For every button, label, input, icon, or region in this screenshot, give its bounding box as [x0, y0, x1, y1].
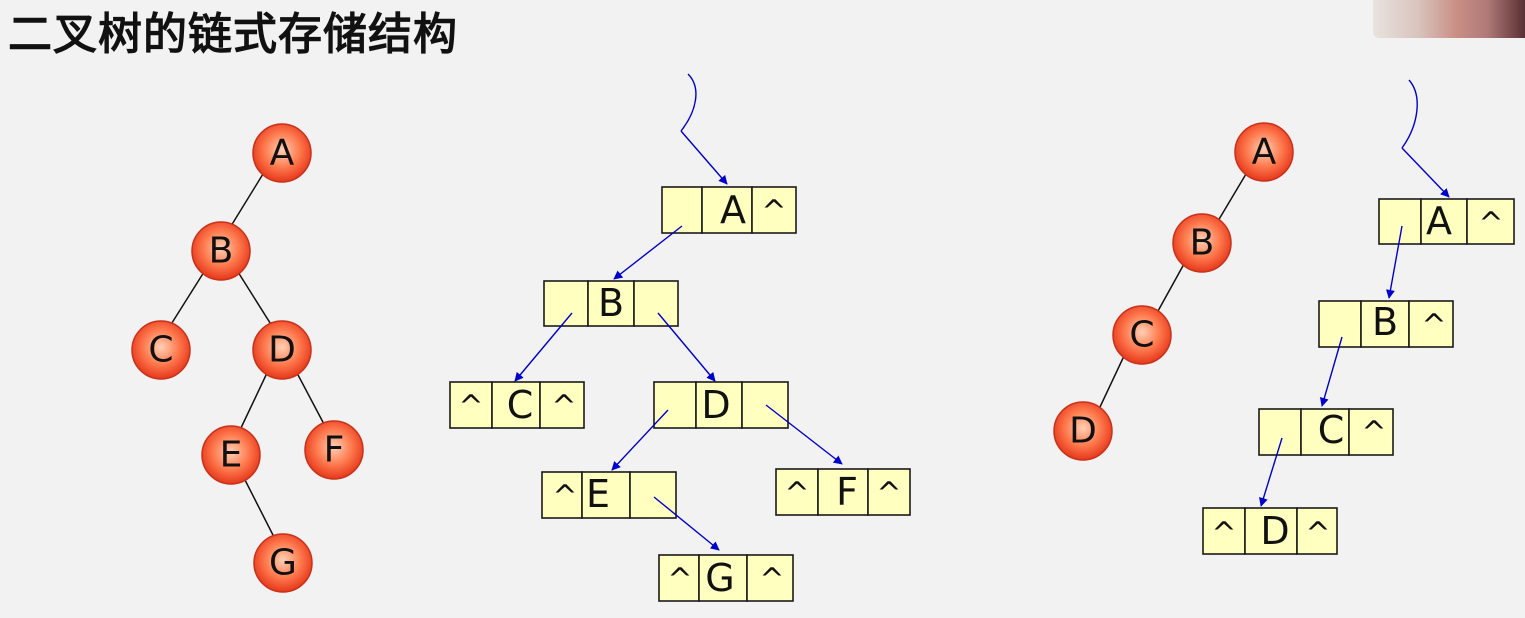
- tree1-edge-b-d: [237, 271, 273, 327]
- list2-node-c: C ^: [1258, 408, 1394, 456]
- list2-head-pointer: [1401, 79, 1418, 149]
- list1-node-d: D: [653, 381, 789, 429]
- tree2-edge-b-c: [1157, 263, 1185, 312]
- list1-head-pointer: [680, 73, 697, 132]
- list1-node-a-data: A: [720, 188, 746, 232]
- list2-node-d-data: D: [1260, 509, 1289, 553]
- list1-node-b: B: [543, 280, 679, 327]
- list2-node-a-right: ^: [1478, 207, 1503, 242]
- tree1-node-d: D: [252, 320, 312, 380]
- list1-head-arrow: [680, 130, 728, 185]
- tree1-edge-e-g: [243, 477, 276, 540]
- list1-node-c-left: ^: [458, 390, 483, 425]
- tree1-node-e: E: [201, 425, 261, 485]
- list1-arrow-d-e: [611, 409, 669, 471]
- tree2-node-a: A: [1234, 122, 1294, 182]
- list1-node-g: ^ G ^: [658, 554, 794, 602]
- tree1-edge-d-e: [239, 372, 268, 431]
- list1-node-g-left: ^: [667, 563, 692, 598]
- tree1-edge-a-b: [230, 173, 264, 227]
- list1-arrow-e-g: [653, 496, 720, 551]
- list2-arrows: [1259, 225, 1403, 507]
- slide-title: 二叉树的链式存储结构: [8, 9, 458, 60]
- list1-arrow-a-b: [613, 225, 683, 280]
- list2-head-arrow: [1401, 147, 1450, 198]
- list1-arrows: [514, 225, 843, 551]
- list2-node-a: A ^: [1378, 198, 1515, 245]
- tree2-edges: [1099, 173, 1247, 408]
- tree1-node-e-label: E: [220, 435, 243, 476]
- list1-node-e-data: E: [586, 472, 610, 516]
- list2-node-c-right: ^: [1361, 416, 1386, 451]
- list1-node-e: ^ E: [541, 471, 677, 519]
- list1-node-f-right: ^: [876, 477, 901, 512]
- tree1-node-b: B: [191, 221, 251, 281]
- tree2-node-c-label: C: [1129, 315, 1154, 356]
- list2-node-b-data: B: [1372, 300, 1398, 344]
- tree2-edge-a-b: [1217, 173, 1247, 222]
- list2-node-a-data: A: [1426, 199, 1452, 243]
- list1-arrow-d-f: [765, 404, 843, 465]
- list2-node-c-data: C: [1318, 408, 1345, 452]
- list2-node-d: ^ D ^: [1202, 507, 1338, 555]
- tree1-node-f-label: F: [324, 430, 345, 471]
- tree1-edge-b-c: [169, 271, 205, 327]
- tree2-node-c: C: [1112, 305, 1172, 365]
- tree1-node-f: F: [304, 420, 364, 480]
- list2-arrow-b-c: [1319, 336, 1343, 407]
- tree1-node-a: A: [252, 123, 312, 183]
- list1-node-c-right: ^: [551, 390, 576, 425]
- tree2-edge-c-d: [1099, 355, 1125, 408]
- tree2-node-d: D: [1053, 401, 1113, 461]
- list1-node-e-left: ^: [552, 480, 577, 515]
- tree1-node-g: G: [253, 533, 313, 593]
- list1-node-a: A ^: [661, 186, 797, 234]
- tree1-node-c-label: C: [148, 330, 173, 371]
- list1-node-a-right: ^: [761, 195, 786, 230]
- tree1-node-g-label: G: [269, 543, 297, 584]
- tree2-node-b-label: B: [1190, 223, 1215, 264]
- list2-node-b: B ^: [1318, 300, 1454, 348]
- tree2-node-d-label: D: [1069, 411, 1097, 452]
- list1-node-c: ^ C ^: [449, 381, 585, 429]
- list1-node-f: ^ F ^: [775, 468, 911, 516]
- tree1-node-c: C: [131, 320, 191, 380]
- list1-node-g-right: ^: [759, 563, 784, 598]
- list2-arrow-c-d: [1259, 437, 1283, 507]
- list1-arrow-b-d: [657, 312, 716, 382]
- tree1-node-d-label: D: [268, 330, 296, 371]
- webcam-thumbnail: [1373, 0, 1525, 38]
- list1-node-c-data: C: [507, 383, 534, 427]
- tree1-node-a-label: A: [270, 133, 295, 174]
- list1-arrow-b-c: [514, 312, 573, 382]
- tree2-node-a-label: A: [1252, 132, 1277, 173]
- list1-node-f-left: ^: [784, 477, 809, 512]
- list2-node-d-left: ^: [1211, 517, 1236, 552]
- list2-arrow-a-b: [1386, 225, 1403, 299]
- list1-node-f-data: F: [836, 470, 858, 514]
- list1-node-d-data: D: [701, 383, 730, 427]
- list1-node-g-data: G: [705, 556, 734, 600]
- tree1-edges: [169, 173, 326, 540]
- tree2-node-b: B: [1172, 213, 1232, 273]
- list2-node-d-right: ^: [1305, 517, 1330, 552]
- tree1-edge-d-f: [296, 372, 326, 427]
- list2-node-b-right: ^: [1421, 309, 1446, 344]
- tree1-node-b-label: B: [209, 231, 234, 272]
- list1-node-b-data: B: [598, 281, 624, 325]
